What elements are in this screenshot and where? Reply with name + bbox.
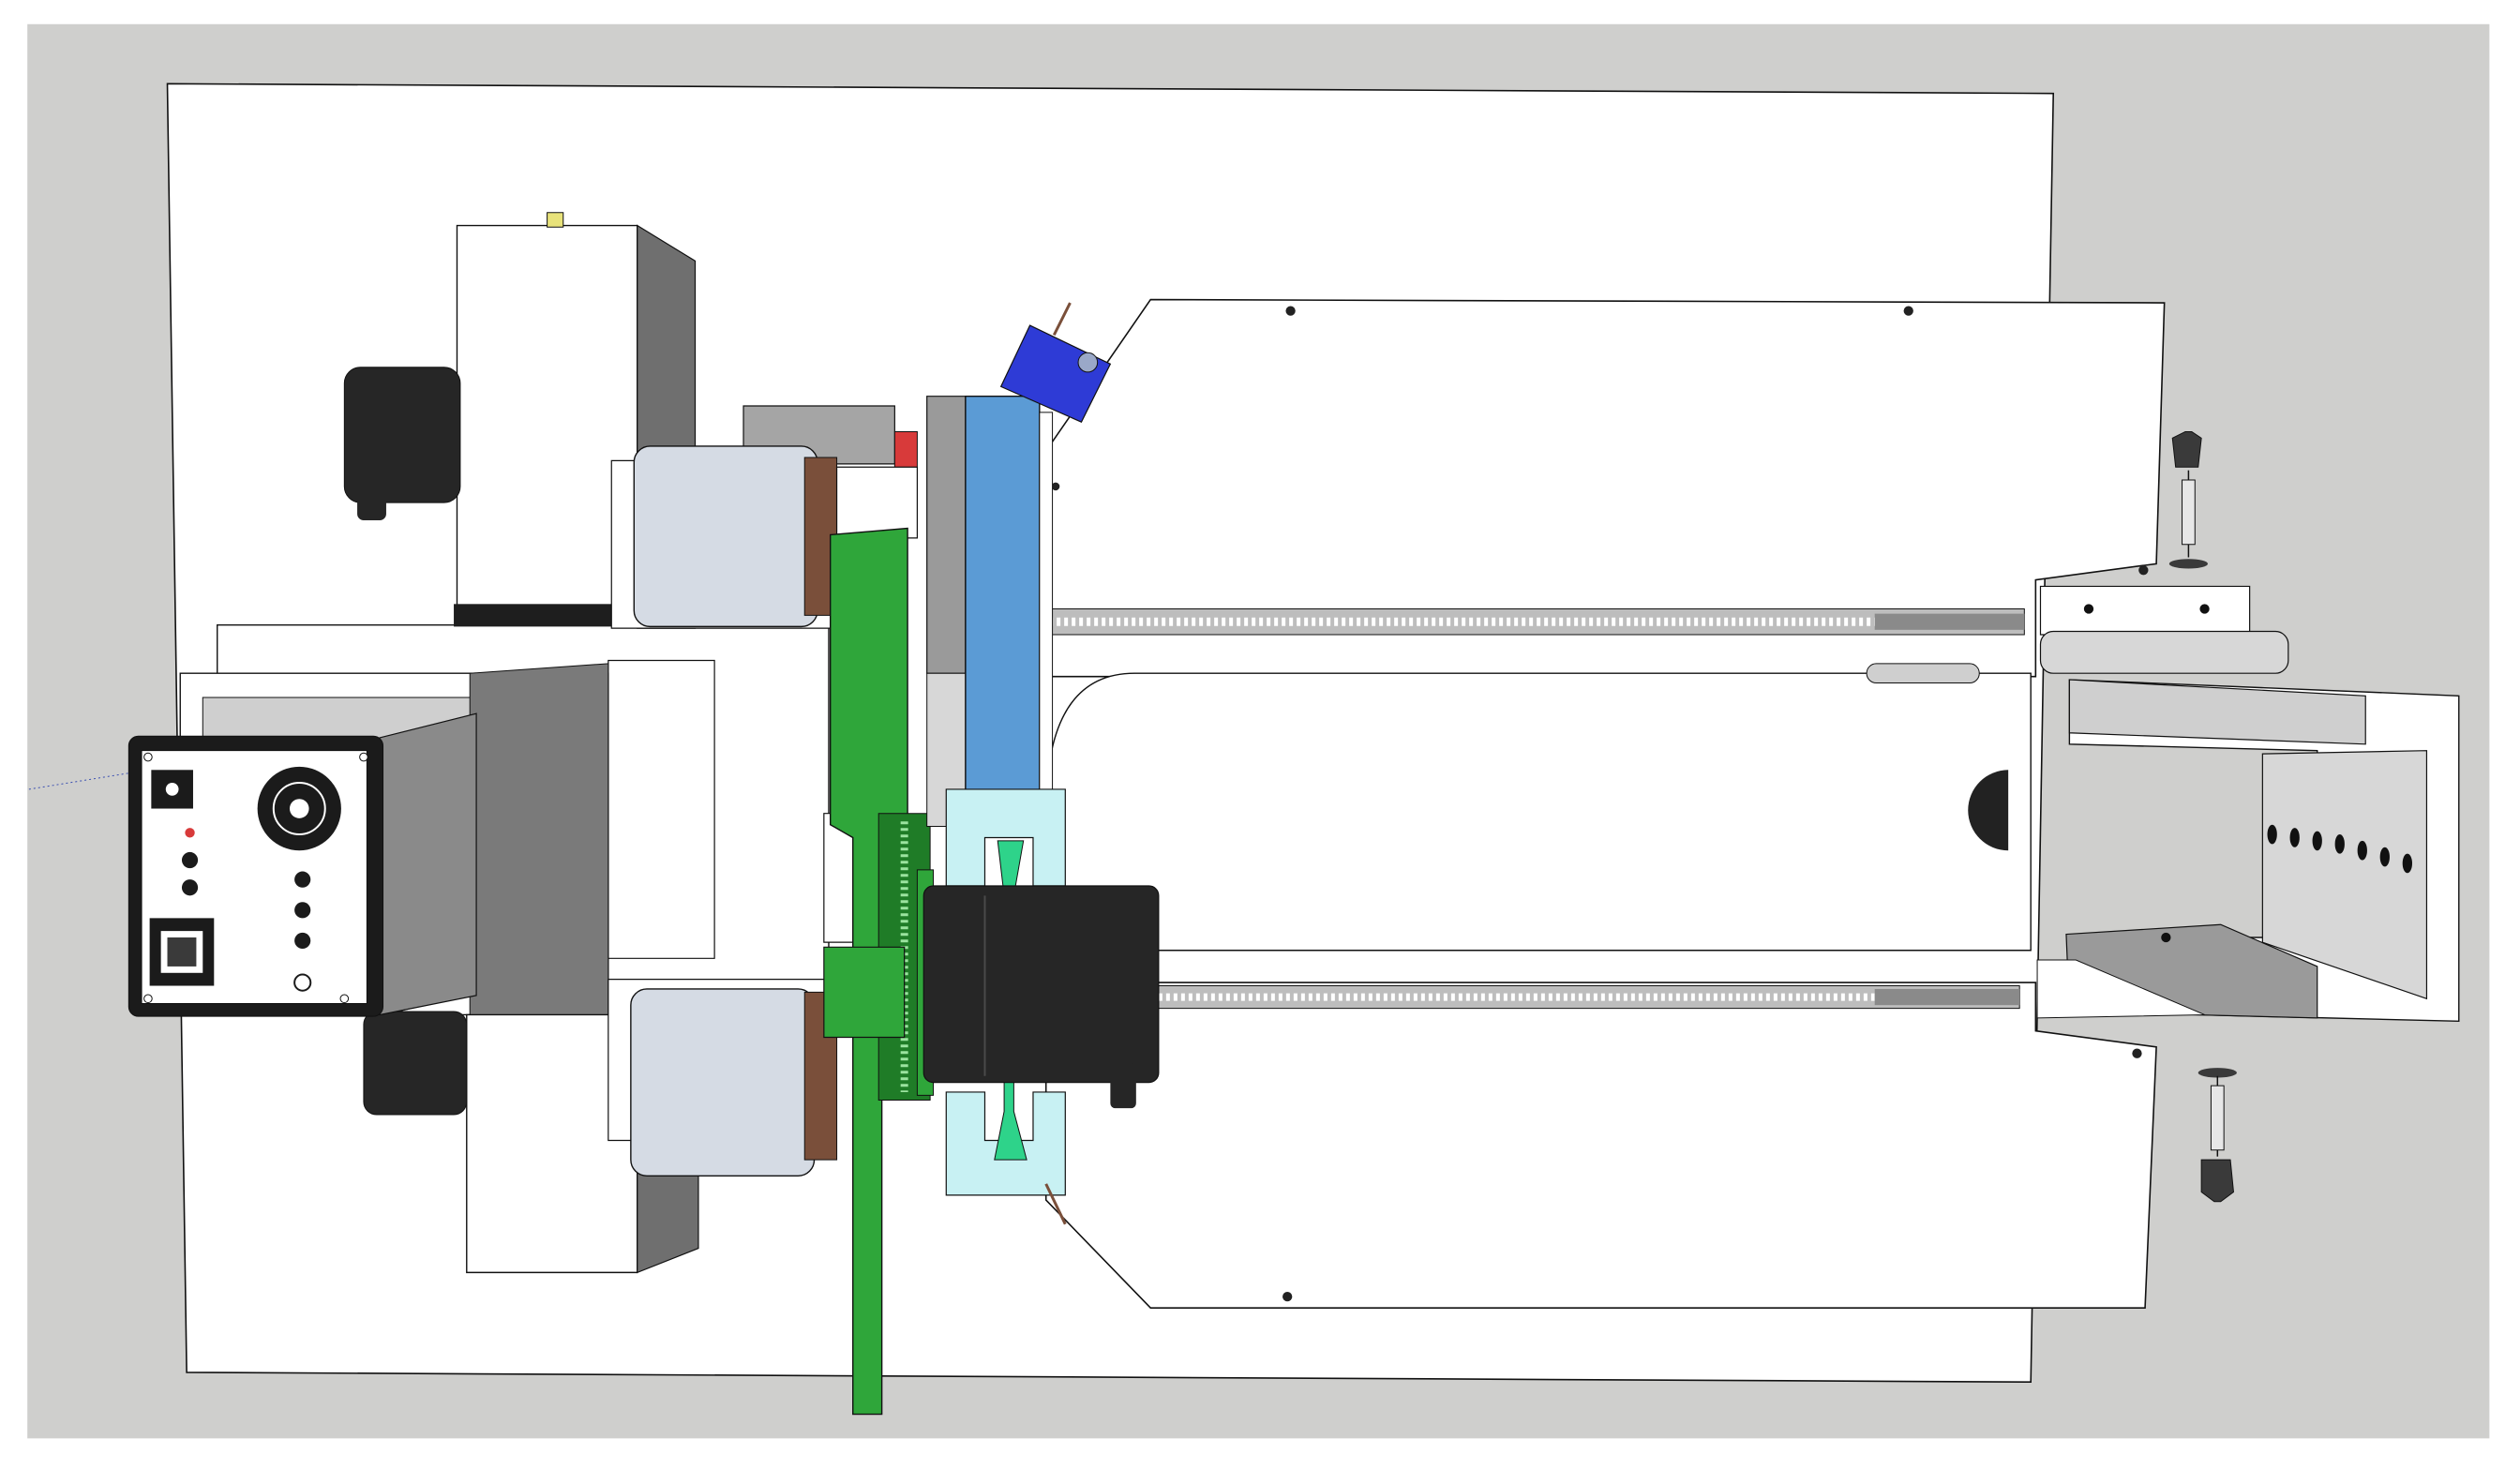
extruder-top-pin xyxy=(548,213,563,227)
extruder-housing-foot xyxy=(454,604,615,627)
mount-disc xyxy=(2040,632,2288,674)
extruder-motor-cap-top xyxy=(344,367,460,502)
ethernet-port-jack xyxy=(167,937,197,967)
end-bracket-holes xyxy=(2267,824,2412,874)
carriage-foot xyxy=(1110,1063,1136,1109)
pcb-connector xyxy=(824,947,905,1037)
slot-semicircle xyxy=(1968,770,2009,851)
indicator-light-6 xyxy=(294,975,310,991)
tray-bottom xyxy=(1046,982,2156,1308)
housing-panel xyxy=(608,660,714,958)
blue-cylinder-fitting xyxy=(1078,352,1098,372)
indicator-light-2 xyxy=(181,879,199,896)
carriage-block xyxy=(923,886,1159,1083)
mount-screw-1 xyxy=(2083,604,2094,614)
indicator-light-1 xyxy=(181,851,199,869)
thumbscrew-bottom xyxy=(2198,1068,2237,1202)
end-bracket-inner-wall xyxy=(2262,751,2426,999)
knob-ring xyxy=(274,783,325,834)
slot-gear xyxy=(1867,664,1979,683)
indicator-light-5 xyxy=(294,932,311,950)
gear-rack-bottom-end xyxy=(1874,988,2020,1006)
spacer-block xyxy=(837,467,918,538)
end-bracket-lower-cap xyxy=(2037,960,2205,1018)
knob-center xyxy=(289,799,309,818)
indicator-light-3 xyxy=(294,871,311,888)
control-box-screws xyxy=(144,753,368,1002)
indicator-light-4 xyxy=(294,902,311,919)
red-accent xyxy=(894,431,917,470)
blue-guide-rail xyxy=(966,397,1040,800)
extruder-motor-cap-top-foot xyxy=(357,491,386,520)
gray-strip xyxy=(927,397,966,674)
indicator-light-red xyxy=(185,828,195,838)
mount-block xyxy=(2040,586,2249,635)
thumbscrew-top xyxy=(2168,431,2209,569)
gear-rack-top-end xyxy=(1874,613,2025,630)
carriage-rod-bottom xyxy=(1046,1184,1066,1224)
control-box-side xyxy=(380,713,476,1014)
blue-cylinder-rod xyxy=(1054,303,1070,335)
extruder-housing xyxy=(457,226,637,625)
end-bracket-lower-hole xyxy=(2161,932,2171,943)
extruder-motor-cap-bottom xyxy=(364,1012,467,1115)
end-bracket-top-plate xyxy=(2069,680,2365,744)
mount-screw-2 xyxy=(2199,604,2210,614)
blue-guide-rail-edge xyxy=(1040,412,1053,799)
stepper-motor-top xyxy=(634,446,818,626)
power-button-center xyxy=(165,783,179,796)
center-slot xyxy=(1046,673,2031,951)
stepper-motor-bottom xyxy=(631,989,815,1176)
blue-cylinder xyxy=(1001,325,1111,422)
housing-inner-shadow xyxy=(470,664,608,1018)
